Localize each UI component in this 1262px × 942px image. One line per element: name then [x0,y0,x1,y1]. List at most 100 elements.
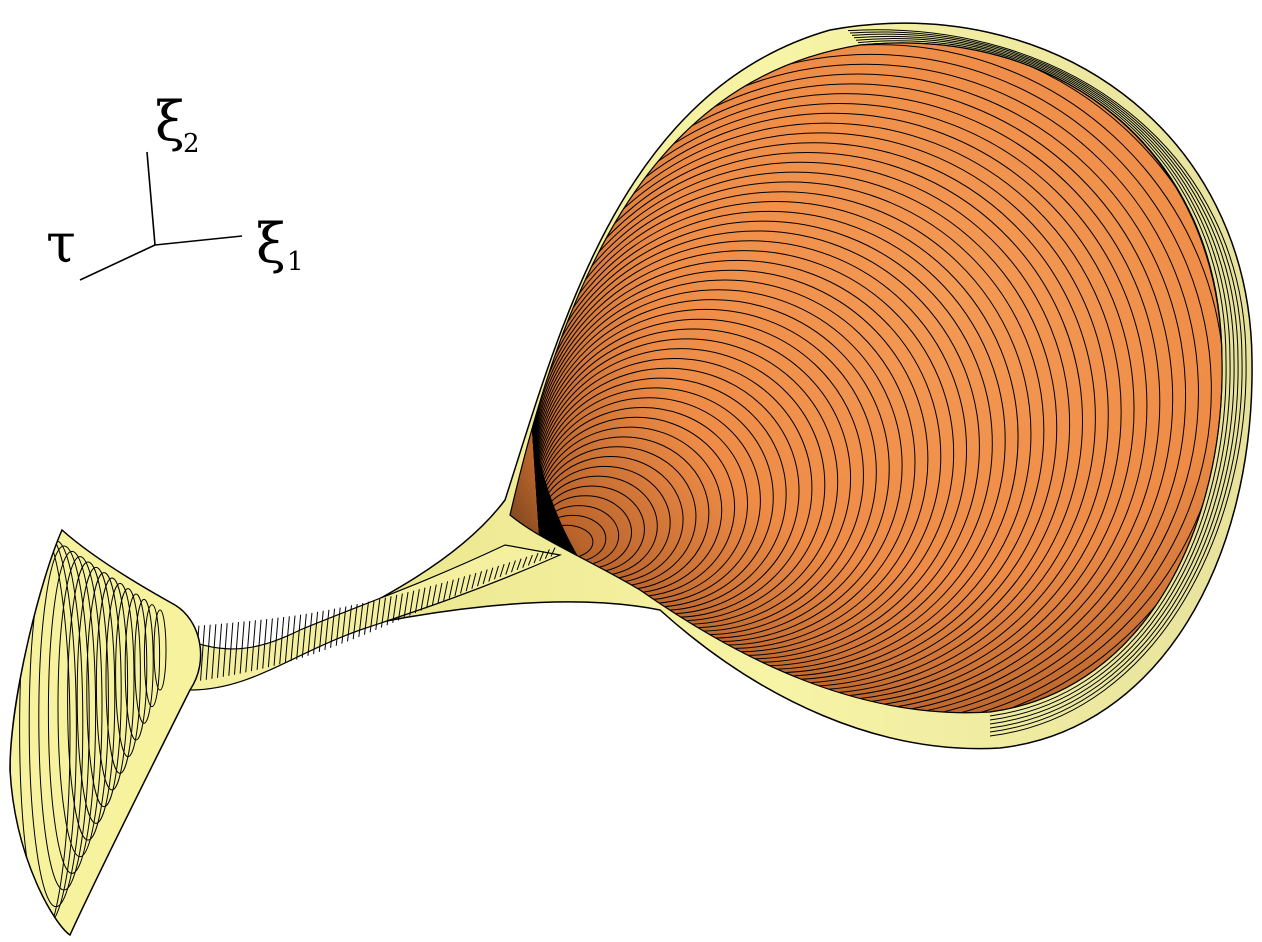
xi1-axis-line [154,235,243,246]
neck-line [256,619,262,670]
neck-line [313,611,319,654]
small-contour-line [115,588,141,758]
small-funnel-contours [10,530,167,935]
neck-line [228,622,234,676]
neck-line [211,624,217,679]
neck-line [420,587,426,611]
neck-line [454,577,460,597]
neck-line [217,623,223,678]
neck-line [358,602,364,637]
neck-line [347,605,353,642]
small-contour-line [105,582,135,774]
neck [158,544,563,691]
neck-line [375,598,381,631]
small-contour-line [134,598,154,724]
neck-line [488,567,494,582]
small-contour-line [57,556,103,858]
neck-line [363,601,369,635]
neck-line [262,619,268,669]
neck-line [250,620,256,672]
neck-line [448,579,454,599]
neck-line [296,614,302,660]
neck-line [380,597,386,628]
neck-line [330,608,336,648]
rim-line [853,36,1235,725]
small-contour-line [124,593,148,741]
neck-line [471,572,477,589]
small-contour-line [76,566,116,824]
neck-line [301,613,307,658]
neck-line [205,624,211,680]
neck-line [335,607,341,646]
neck-line [477,571,483,587]
neck-line [414,589,420,614]
rim-line [851,33,1239,729]
neck-line [533,552,539,564]
neck-line [527,554,533,566]
neck-line [273,617,279,666]
xi1-label: ξ [256,212,286,275]
neck-line [279,616,285,665]
neck-line [307,612,313,656]
rim-line [859,42,1223,713]
neck-line [392,594,398,623]
neck-line [386,596,392,626]
neck-line [352,604,358,640]
neck-line [510,560,516,573]
small-contour-line [86,572,122,808]
rim-line [857,40,1227,717]
xi2-label: ξ [155,90,185,153]
neck-line [222,623,228,677]
neck-line [397,593,403,621]
neck-line [409,590,415,616]
neck-line [239,621,245,674]
neck-line [539,551,545,562]
large-funnel-rim-lines [847,29,1247,737]
neck-line [403,592,409,619]
small-funnel-surface [9,528,202,937]
neck-line [267,618,273,668]
neck-line [245,620,251,673]
neck-line [233,622,239,675]
neck-line [369,600,375,633]
xi2-axis-line [146,151,156,246]
neck-line [437,582,443,604]
xi1-subscript: 1 [287,247,304,277]
neck-surface [158,544,563,691]
small-contour-line [38,545,90,891]
axis-triad: ξ 2 ξ 1 τ [46,90,304,281]
neck-line [499,563,505,578]
small-contour-line [10,530,71,935]
tau-label: τ [46,212,76,275]
neck-line [431,584,437,606]
small-contour-line [47,550,97,874]
neck-line [200,625,206,681]
neck-line [324,609,330,650]
neck-line [460,576,466,594]
neck-line [426,586,432,609]
neck-line [341,606,347,644]
neck-line [505,562,511,575]
rim-line [847,29,1247,737]
neck-line [465,574,471,592]
neck-line [318,610,324,652]
large-funnel [299,22,1253,750]
small-funnel [9,528,202,937]
neck-line [290,615,296,662]
rim-line [849,31,1243,733]
xi2-subscript: 2 [183,129,200,159]
small-contour-line [143,604,161,708]
rim-line [855,38,1231,721]
neck-line [544,549,550,559]
small-contour-line [153,609,167,691]
neck-line [493,565,499,580]
neck-line [482,569,488,585]
neck-line [522,556,528,568]
small-contour-line [95,577,129,791]
neck-line [443,581,449,601]
tau-axis-line [79,244,156,281]
neck-line [516,558,522,571]
neck-line [550,547,556,557]
small-contour-line [67,561,109,841]
